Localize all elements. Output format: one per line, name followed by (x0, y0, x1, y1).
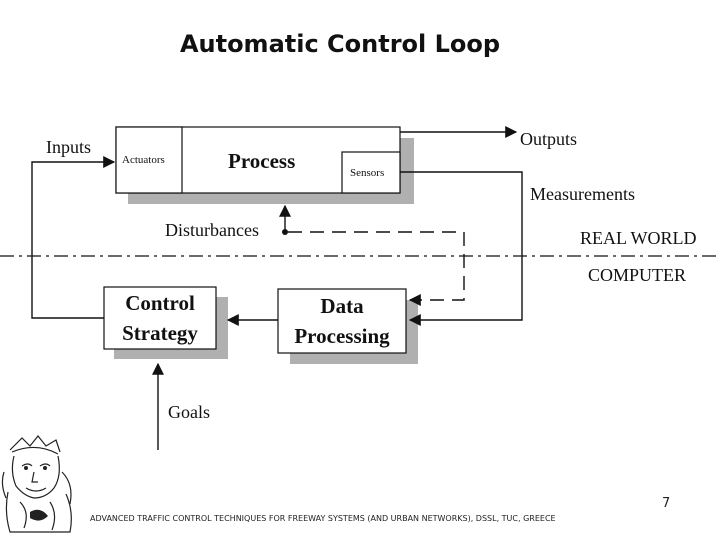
inputs-label: Inputs (46, 137, 91, 157)
university-logo (1, 435, 72, 533)
control-strategy-box (103, 286, 217, 350)
computer-label: COMPUTER (588, 265, 686, 285)
control-strategy-line2: Strategy (122, 321, 198, 345)
sensors-label: Sensors (350, 167, 384, 179)
disturbances-node (282, 229, 288, 235)
actuators-label: Actuators (122, 154, 165, 166)
outputs-label: Outputs (520, 129, 577, 149)
slide-title: Automatic Control Loop (179, 30, 501, 58)
goals-label: Goals (168, 402, 210, 422)
actuators-box (115, 126, 183, 194)
process-label: Process (228, 149, 295, 173)
data-processing-box (277, 288, 407, 354)
disturbance-measurement-dashed-line (288, 231, 465, 306)
measurements-label: Measurements (530, 184, 635, 204)
real-world-label: REAL WORLD (580, 228, 697, 248)
inputs-feedback-line (31, 156, 116, 319)
disturbances-label: Disturbances (165, 220, 259, 240)
footer-text: ADVANCED TRAFFIC CONTROL TECHNIQUES FOR … (90, 514, 556, 523)
control-strategy-line1: Control (125, 291, 195, 315)
measurements-line (400, 171, 523, 326)
page-number: 7 (662, 496, 671, 511)
data-processing-line1: Data (320, 294, 364, 318)
data-processing-line2: Processing (294, 324, 390, 348)
